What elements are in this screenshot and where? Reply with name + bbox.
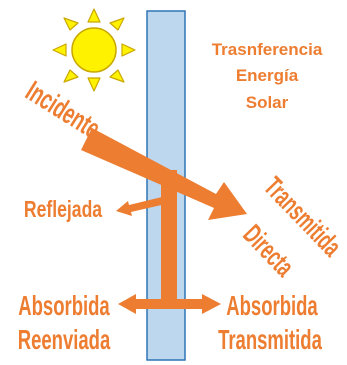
label-absorbida-left: Absorbida	[18, 291, 110, 322]
title-line-1: Trasnferencia	[212, 40, 323, 59]
label-directa: Directa	[237, 218, 300, 282]
title-line-2: Energía	[236, 66, 299, 85]
reflected-arrow	[116, 196, 170, 216]
label-absorbida-right: Absorbida	[226, 291, 318, 322]
label-reflejada: Reflejada	[24, 197, 103, 223]
sun-icon	[52, 8, 136, 92]
absorbed-double-arrow	[118, 294, 221, 314]
label-transmitida-right: Transmitida	[218, 325, 322, 356]
title-line-3: Solar	[246, 93, 289, 112]
diagram-title: Trasnferencia Energía Solar	[212, 40, 323, 112]
label-reenviada: Reenviada	[18, 325, 111, 356]
absorbed-stem	[161, 170, 177, 301]
